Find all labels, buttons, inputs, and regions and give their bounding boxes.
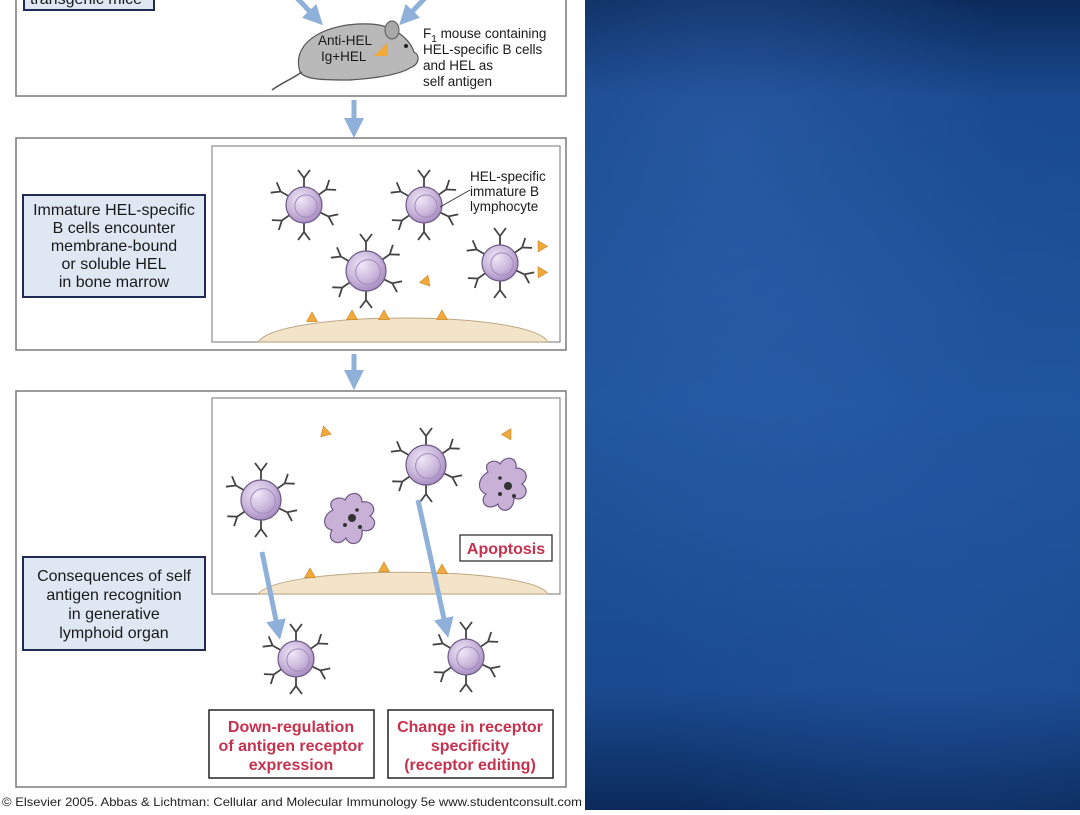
membrane-antigen-6 <box>378 561 390 572</box>
panel-2-line-0: Immature HEL-specific <box>33 202 195 219</box>
mouse-label-1: Anti-HEL <box>318 33 373 48</box>
outcome-downreg-3: expression <box>249 757 333 774</box>
apoptosis-box <box>459 534 553 562</box>
mouse-label-2: Ig+HEL <box>321 49 367 64</box>
arrow-to-downreg <box>259 551 286 640</box>
callout-3: lymphocyte <box>470 199 538 214</box>
arrow-in-right <box>399 0 427 26</box>
panel-2-line-4: in bone marrow <box>59 274 170 291</box>
panel-3-line-2: in generative <box>68 606 160 623</box>
soluble-antigen-3 <box>537 266 549 279</box>
mouse-desc-sub: 1 <box>431 34 437 45</box>
panel-2-line-3: or soluble HEL <box>62 256 167 273</box>
apoptosis-label: Apoptosis <box>467 541 545 558</box>
membrane-antigen-1 <box>306 311 318 322</box>
panel-2-cells <box>269 169 536 309</box>
outcome-editing-2: specificity <box>431 738 509 755</box>
copyright-caption: © Elsevier 2005. Abbas & Lichtman: Cellu… <box>2 795 582 809</box>
panel-2-box <box>22 194 206 298</box>
edited-b-cell <box>431 621 502 693</box>
mouse-desc-f: F <box>423 26 431 41</box>
arrow-in-left <box>295 0 323 26</box>
membrane-antigen-7 <box>436 563 448 574</box>
outcome-editing-1: Change in receptor <box>397 719 543 736</box>
panel-3-line-3: lymphoid organ <box>59 625 168 642</box>
mouse-desc-2: HEL-specific B cells <box>423 42 543 57</box>
callout-1: HEL-specific <box>470 169 546 184</box>
membrane-antigen-4 <box>436 309 448 320</box>
stromal-cell-2 <box>256 571 549 595</box>
antigen-triangle <box>374 42 388 56</box>
membrane-antigen-2 <box>346 309 358 320</box>
mouse-desc-3: and HEL as <box>423 58 493 73</box>
mouse-desc-4: self antigen <box>423 74 492 89</box>
panel-3-antigens <box>304 425 512 578</box>
mouse-illustration <box>271 20 419 91</box>
figure-panel: transgenic mice Anti-HEL Ig+HEL F1 mouse… <box>2 0 583 809</box>
outcome-downreg-box <box>208 709 375 779</box>
b-cell-1 <box>269 169 340 241</box>
b-cell-3 <box>330 233 403 309</box>
apoptotic-cell-2 <box>478 457 527 511</box>
panel-2-line-1: B cells encounter <box>53 220 176 237</box>
soluble-antigen-1 <box>419 274 431 287</box>
apoptotic-cell-1 <box>324 492 376 545</box>
callout-line <box>439 189 471 208</box>
panel-3-cells <box>225 427 502 695</box>
b-cell-4 <box>465 227 536 299</box>
panel-2-line-2: membrane-bound <box>51 238 177 255</box>
panel-3-box <box>22 556 206 651</box>
downregulated-b-cell <box>261 623 332 695</box>
b-cell-5 <box>225 462 298 538</box>
soluble-antigen-4 <box>320 425 332 438</box>
outcome-downreg-2: of antigen receptor <box>219 738 364 755</box>
soluble-antigen-2 <box>537 240 549 253</box>
mouse-desc-1: F1 mouse containing <box>423 26 546 45</box>
panel-2-scene <box>211 145 561 343</box>
outcome-editing-box <box>387 709 554 779</box>
top-label: transgenic mice <box>30 0 142 8</box>
outcome-downreg-1: Down-regulation <box>228 719 354 736</box>
outcome-editing-3: (receptor editing) <box>404 757 536 774</box>
arrow-to-editing <box>415 499 454 638</box>
tolerance-diagram: transgenic mice Anti-HEL Ig+HEL F1 mouse… <box>2 0 582 809</box>
blue-texture-background <box>585 0 1080 810</box>
b-cell-6 <box>390 427 463 503</box>
membrane-antigen-5 <box>304 567 316 578</box>
panel-1 <box>15 0 567 97</box>
soluble-antigen-5 <box>500 428 512 441</box>
callout-2: immature B <box>470 184 539 199</box>
panel-3-line-0: Consequences of self <box>37 568 191 585</box>
panel-2-antigens <box>306 240 549 322</box>
b-cell-2 <box>389 169 460 241</box>
top-label-box <box>23 0 155 11</box>
stromal-cell <box>257 317 549 343</box>
membrane-antigen-3 <box>378 309 390 320</box>
mouse-desc-rest: mouse containing <box>437 26 547 41</box>
panel-3-line-1: antigen recognition <box>46 587 181 604</box>
